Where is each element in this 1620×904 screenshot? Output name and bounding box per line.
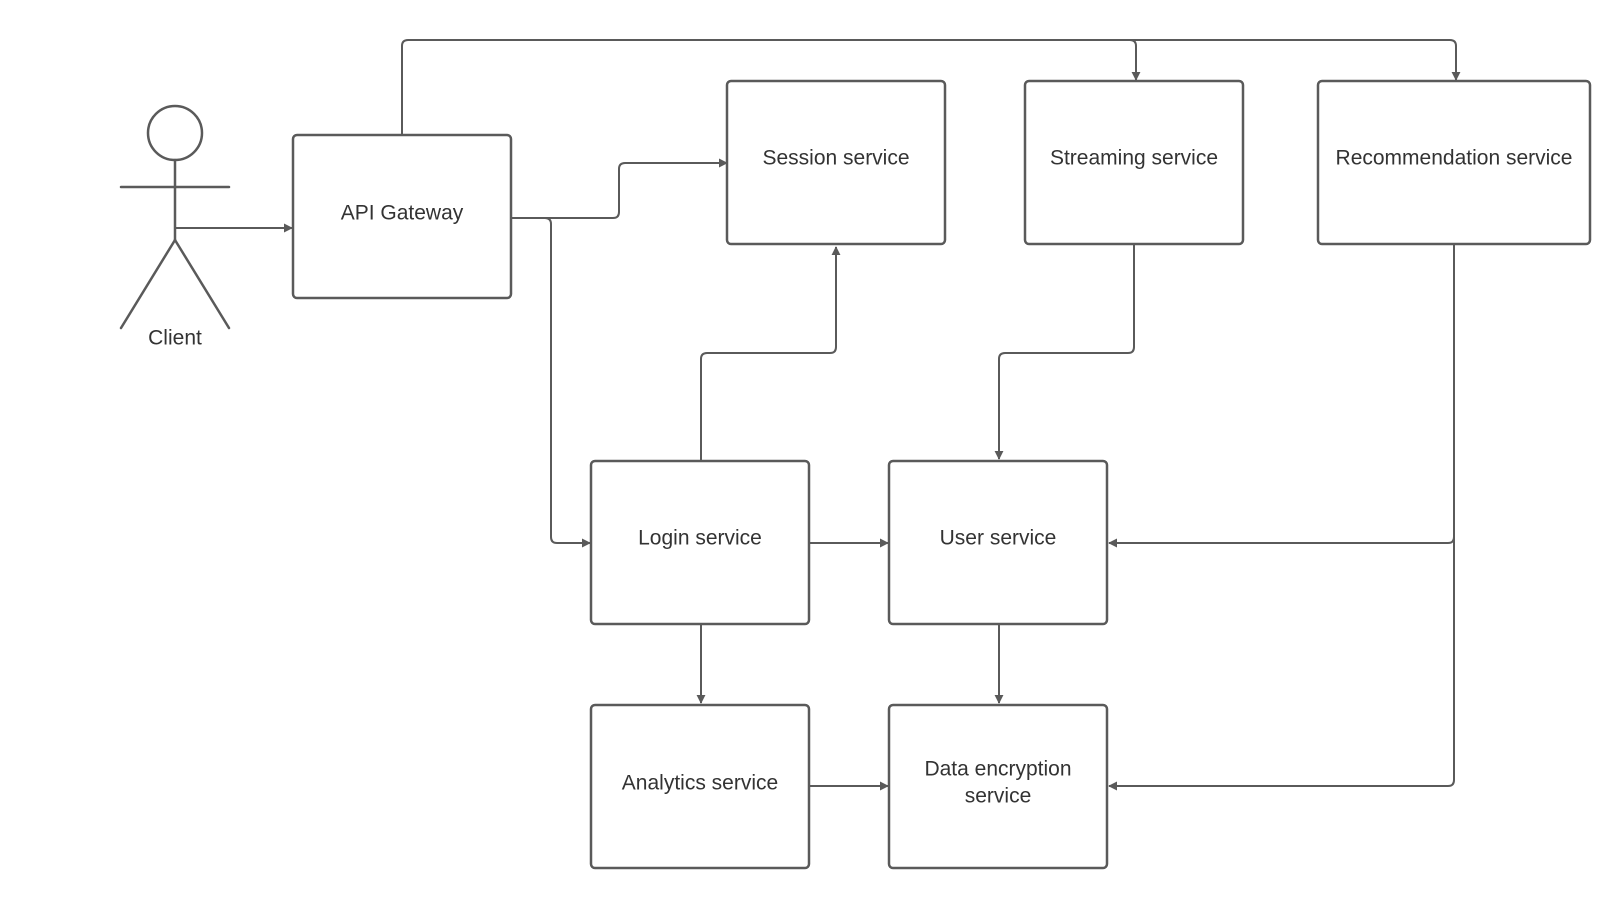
node-session-service: Session service <box>725 79 947 246</box>
node-data-encryption-service-label-line2: service <box>965 785 1032 808</box>
actor-right-leg <box>173 238 231 330</box>
client-actor: Client <box>119 104 231 350</box>
node-user-service-label: User service <box>940 527 1057 550</box>
edge-recommendation-to-user <box>1108 245 1455 548</box>
node-streaming-service-box <box>1023 79 1245 246</box>
edges <box>175 39 1461 791</box>
node-streaming-service-label: Streaming service <box>1050 147 1218 170</box>
node-login-service: Login service <box>589 459 811 626</box>
edge-api-gateway-to-login <box>544 217 591 548</box>
node-analytics-service-label: Analytics service <box>622 772 778 795</box>
node-session-service-label: Session service <box>762 147 909 170</box>
actor-label: Client <box>148 327 202 350</box>
edge-api-gateway-to-session <box>512 158 728 219</box>
edge-login-to-session <box>700 246 841 461</box>
node-session-service-box <box>725 79 947 246</box>
actor-head <box>146 104 204 162</box>
actor-left-leg <box>119 238 177 330</box>
edge-api-gateway-to-streaming <box>401 39 1141 135</box>
edge-streaming-to-user <box>994 245 1135 460</box>
edge-api-gateway-to-recommendation <box>1130 39 1461 81</box>
node-recommendation-service-label: Recommendation service <box>1336 147 1573 170</box>
node-recommendation-service-box <box>1316 79 1592 246</box>
node-user-service-box <box>887 459 1109 626</box>
node-api-gateway: API Gateway <box>291 133 513 300</box>
node-streaming-service: Streaming service <box>1023 79 1245 246</box>
node-data-encryption-service-box <box>887 703 1109 870</box>
node-user-service: User service <box>887 459 1109 626</box>
node-recommendation-service: Recommendation service <box>1316 79 1592 246</box>
node-login-service-label: Login service <box>638 527 762 550</box>
node-data-encryption-service: Data encryption service <box>887 703 1109 870</box>
node-analytics-service: Analytics service <box>589 703 811 870</box>
node-api-gateway-box <box>291 133 513 300</box>
node-analytics-service-box <box>589 703 811 870</box>
node-api-gateway-label: API Gateway <box>341 202 464 225</box>
node-data-encryption-service-label-line1: Data encryption <box>924 758 1071 781</box>
node-login-service-box <box>589 459 811 626</box>
edge-recommendation-to-encryption <box>1108 537 1455 791</box>
